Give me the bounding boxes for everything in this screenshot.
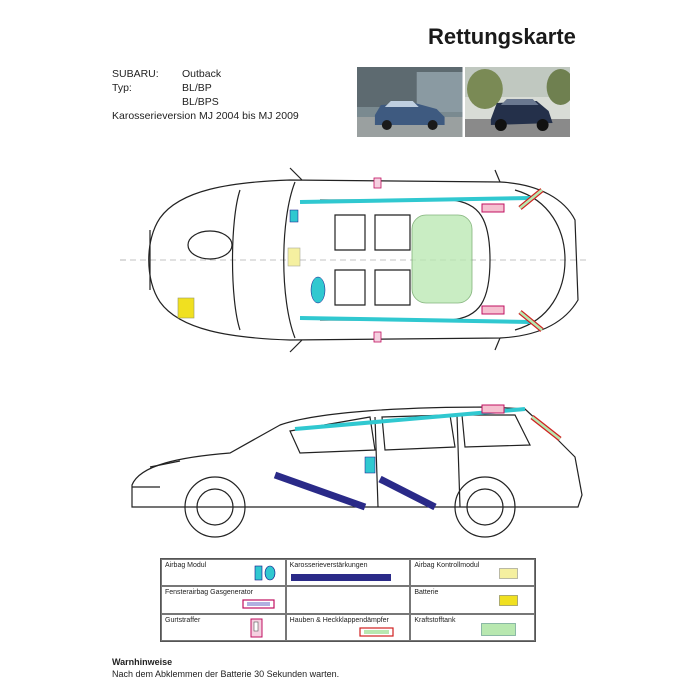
legend-cell-window-airbag-generator: Fensterairbag Gasgenerator [161, 586, 286, 614]
page-title: Rettungskarte [428, 24, 576, 49]
fuel-tank-icon [481, 622, 517, 636]
vehicle-info-value: BL/BP [182, 82, 212, 94]
vehicle-info-key: SUBARU: [112, 68, 159, 80]
legend-label: Airbag Kontrollmodul [414, 562, 480, 569]
legend-label: Karosserieverstärkungen [289, 562, 368, 569]
legend-table: Airbag Modul Karosserieverstärkungen Air… [160, 558, 536, 642]
battery-icon [499, 595, 519, 607]
legend-cell-empty [285, 586, 411, 614]
car-side-view-diagram [131, 404, 583, 538]
hood-tailgate-damper-icon [359, 627, 394, 637]
vehicle-photos [357, 67, 570, 137]
window-airbag-generator-icon [242, 599, 275, 609]
airbag-control-module-icon [499, 568, 519, 579]
warning-title: Warnhinweise [112, 657, 173, 667]
vehicle-photo-rear [464, 67, 570, 137]
legend-cell-fuel-tank: Kraftstofftank [410, 613, 535, 641]
warning-section: Warnhinweise Nach dem Abklemmen der Batt… [112, 656, 339, 680]
legend-cell-airbag-module: Airbag Modul [161, 559, 286, 587]
warning-text: Nach dem Abklemmen der Batterie 30 Sekun… [112, 669, 340, 679]
car-top-view-diagram [120, 167, 590, 353]
vehicle-photo-front [357, 67, 463, 137]
legend-cell-body-reinforcement: Karosserieverstärkungen [285, 559, 411, 587]
legend-label: Hauben & Heckklappendämpfer [289, 616, 389, 624]
body-reinforcement-icon [290, 574, 391, 581]
vehicle-version: Karosserieversion MJ 2004 bis MJ 2009 [112, 110, 299, 122]
legend-label: Airbag Modul [165, 562, 207, 569]
legend-cell-airbag-control-module: Airbag Kontrollmodul [410, 559, 535, 587]
legend-label: Fensterairbag Gasgenerator [165, 589, 253, 597]
airbag-module-icon [254, 565, 276, 581]
legend-label: Batterie [414, 589, 439, 597]
vehicle-info-value: BL/BPS [182, 96, 219, 108]
vehicle-info-row: Typ: BL/BP [112, 81, 299, 95]
vehicle-info-value: Outback [182, 68, 222, 80]
legend-cell-belt-tensioner: Gurtstraffer [161, 613, 286, 641]
vehicle-info: SUBARU: Outback Typ: BL/BP BL/BPS Kaross… [112, 67, 299, 123]
vehicle-info-key [112, 95, 182, 109]
legend-cell-battery: Batterie [410, 586, 535, 614]
vehicle-info-row: SUBARU: Outback [112, 67, 299, 81]
legend-label: Gurtstraffer [165, 616, 201, 624]
legend-label: Kraftstofftank [414, 616, 456, 624]
legend-cell-hood-tailgate-damper: Hauben & Heckklappendämpfer [285, 613, 411, 641]
belt-tensioner-icon [250, 618, 263, 638]
vehicle-info-key: Typ: [112, 82, 132, 94]
vehicle-info-row: BL/BPS [112, 95, 299, 109]
